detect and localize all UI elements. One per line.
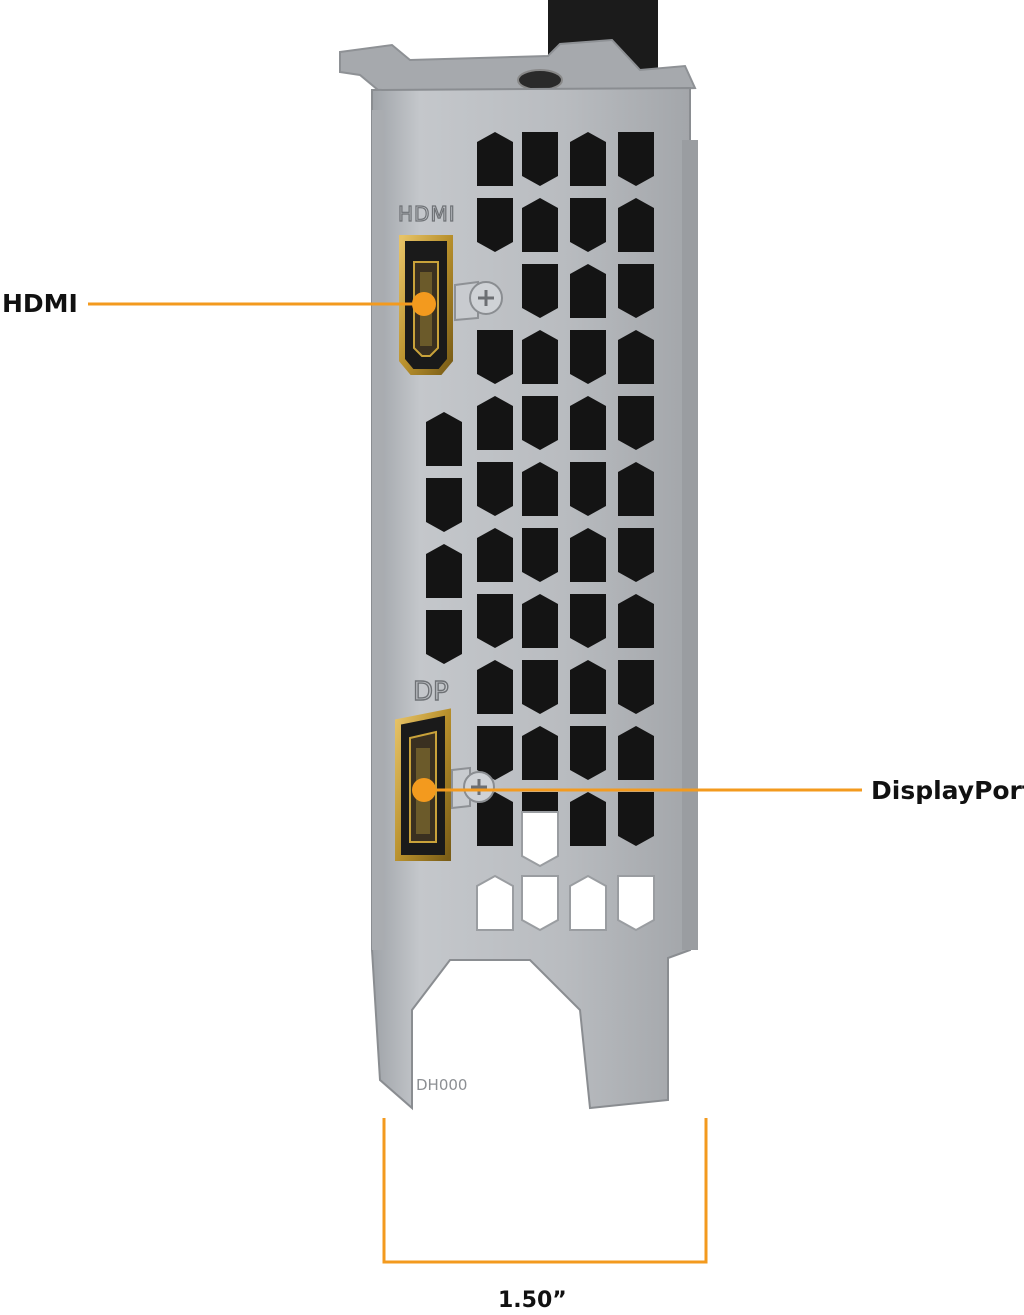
width-dimension-label: 1.50” [498, 1288, 567, 1313]
bracket-dp-text: DP [413, 677, 449, 707]
vent-cell [618, 264, 654, 318]
hdmi-callout-dot [412, 292, 436, 316]
vent-cell [570, 132, 606, 186]
vent-cell [570, 528, 606, 582]
hdmi-screw [454, 280, 503, 322]
vent-cell [618, 198, 654, 252]
vent-cell [426, 478, 462, 532]
open-vent-cutouts [476, 811, 655, 932]
vent-cell [570, 264, 606, 318]
vent-cell [426, 412, 462, 466]
vent-cell [522, 198, 558, 252]
vent-cell [618, 594, 654, 648]
vent-cutouts [426, 132, 654, 846]
vent-cell [477, 396, 513, 450]
vent-cell [618, 660, 654, 714]
vent-cell [477, 792, 513, 846]
bracket-hdmi-text: HDMI [398, 202, 456, 226]
vent-cell [522, 330, 558, 384]
vent-cell [477, 330, 513, 384]
vent-cell [476, 874, 514, 931]
vent-cell [522, 396, 558, 450]
vent-cell [570, 462, 606, 516]
vent-cell [477, 594, 513, 648]
vent-cell [570, 792, 606, 846]
vent-cell [617, 875, 655, 932]
vent-cell [570, 330, 606, 384]
vent-cell [477, 660, 513, 714]
vent-cell [618, 726, 654, 780]
displayport-screw [451, 766, 495, 810]
vent-cell [522, 726, 558, 780]
vent-cell [477, 528, 513, 582]
displayport-callout [412, 778, 862, 802]
vent-cell [570, 726, 606, 780]
vent-cell [570, 660, 606, 714]
width-dimension-line [382, 1118, 708, 1264]
vent-cell [522, 528, 558, 582]
vent-cell [521, 811, 559, 868]
vent-cell [618, 792, 654, 846]
vent-cell [522, 660, 558, 714]
bracket-stamp: DH000 [416, 1076, 467, 1094]
vent-cell [522, 594, 558, 648]
vent-cell [477, 726, 513, 780]
vent-cell [477, 198, 513, 252]
hdmi-callout [88, 292, 436, 316]
bracket-top-flange [339, 38, 697, 102]
vent-cell [570, 396, 606, 450]
vent-cell [522, 264, 558, 318]
displayport-callout-dot [412, 778, 436, 802]
vent-cell [618, 132, 654, 186]
vent-cell [618, 462, 654, 516]
vent-cell [426, 610, 462, 664]
vent-cell [618, 396, 654, 450]
vent-cell [618, 330, 654, 384]
bracket-edge-lip [372, 110, 384, 950]
vent-cell [522, 462, 558, 516]
bracket-screw-hole [517, 69, 563, 91]
hdmi-port [399, 235, 453, 375]
vent-cell [522, 132, 558, 186]
bracket-side-fold [682, 140, 698, 950]
vent-cell [570, 594, 606, 648]
hdmi-callout-label: HDMI [2, 289, 78, 318]
vent-cell [618, 528, 654, 582]
vent-cell [521, 875, 559, 932]
vent-cell [477, 132, 513, 186]
vent-cell [569, 874, 607, 931]
vent-cell [426, 544, 462, 598]
vent-cell [570, 198, 606, 252]
displayport-callout-label: DisplayPort [871, 776, 1024, 805]
vent-cell [477, 462, 513, 516]
